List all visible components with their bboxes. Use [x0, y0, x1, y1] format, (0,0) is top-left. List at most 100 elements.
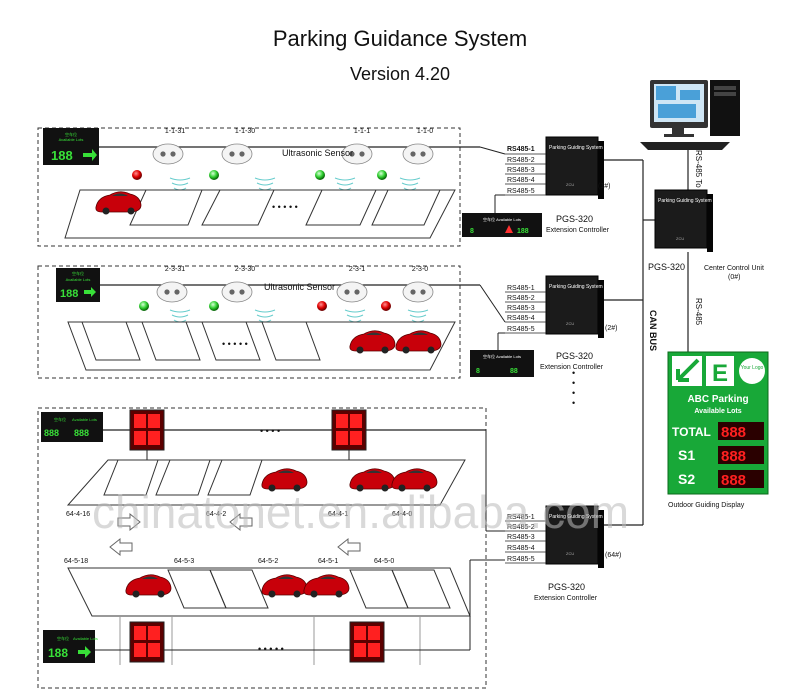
controller-box-label: Parking Guiding System [658, 198, 712, 204]
ellipsis: • [572, 398, 575, 408]
floor-sign-left: 8 [476, 368, 480, 375]
floor-sign-text: 空车位 Available Lots [483, 216, 521, 222]
floor-sign-text: 空车位 Available Lots [483, 353, 521, 359]
controller-2: Parking Guiding System ZCU (2#) PGS-320 … [540, 275, 617, 371]
pc-workstation [640, 80, 740, 150]
space-id: 64-5-18 [64, 558, 88, 565]
port-label: RS485-2 [507, 524, 535, 531]
keyboard-icon [640, 142, 730, 150]
controller-chip: ZCU [676, 236, 684, 241]
sound-wave-icon [169, 309, 191, 323]
green-led-icon [209, 170, 219, 180]
space-id: 64-4-0 [392, 511, 412, 518]
logo-text: Your Logo [741, 365, 764, 371]
ultrasonic-sensor-icon [402, 143, 434, 165]
controller-chip: ZCU [566, 551, 574, 556]
controller-caption: Extension Controller [546, 227, 610, 234]
port-label: RS485-5 [507, 556, 535, 563]
sign-subtitle: Available Lots [59, 137, 84, 142]
car-icon [95, 191, 142, 215]
controller-chip: ZCU [566, 321, 574, 326]
car-icon [125, 574, 172, 598]
floor-sign-right: 88 [510, 368, 518, 375]
green-led-icon [209, 301, 219, 311]
can-bus-label: CAN BUS [648, 310, 658, 351]
center-id: (0#) [728, 274, 740, 281]
page-title: Parking Guidance System [272, 26, 528, 51]
sign-title: 空车位 [65, 131, 77, 137]
level-1-frame [37, 127, 461, 247]
sign-number-right: 888 [74, 428, 89, 438]
red-led-sign-icon [349, 621, 385, 663]
controller-id: (1#) [598, 183, 610, 190]
center-control-unit: Parking Guiding System ZCU PGS-320 Cente… [648, 189, 764, 281]
port-label: RS485-5 [507, 188, 535, 195]
outdoor-row-label: S2 [678, 471, 695, 487]
version-label: Version 4.20 [349, 64, 451, 84]
level-2-floor-sign: 空车位 Available Lots 8 88 [470, 350, 534, 377]
floor-sign-left: 8 [470, 228, 474, 235]
floor-sign-right: 188 [517, 228, 529, 235]
space-id: 64-5-1 [318, 558, 338, 565]
ellipsis: • • • • • [222, 339, 248, 349]
arrow-left-icon [109, 537, 133, 557]
port-label: RS485-4 [507, 177, 535, 184]
port-label: RS485-3 [507, 167, 535, 174]
ellipsis: • • • • • [258, 644, 284, 654]
sensor-id: 1-1-30 [235, 128, 255, 135]
level-3-exit-sign: 空车位 Available Lots 188 [43, 630, 98, 663]
level-1-entrance-sign: 空车位 Available Lots 188 [43, 128, 99, 165]
port-label: RS485-3 [507, 305, 535, 312]
controller-64: Parking Guiding System ZCU (64#) PGS-320… [534, 505, 621, 602]
arrow-right-icon [83, 149, 97, 161]
port-label: RS485-3 [507, 534, 535, 541]
arrow-right-icon [84, 287, 96, 297]
green-led-icon [139, 301, 149, 311]
sound-wave-icon [169, 177, 191, 191]
level-2-entrance-sign: 空车位 Available Lots 188 [56, 268, 100, 302]
outdoor-caption: Outdoor Guiding Display [668, 502, 745, 509]
arrow-right-icon [78, 646, 91, 658]
outdoor-row-label: TOTAL [672, 425, 711, 439]
outdoor-row-value: 888 [721, 472, 746, 489]
green-led-icon [315, 170, 325, 180]
port-label: RS485-2 [507, 295, 535, 302]
red-led-icon [381, 301, 391, 311]
sensor-id: 2-3-30 [235, 266, 255, 273]
sensor-id: 1-1-31 [165, 128, 185, 135]
ultrasonic-sensor-icon [221, 281, 253, 303]
red-led-sign-icon [129, 409, 165, 451]
car-icon [349, 330, 396, 354]
red-led-icon [317, 301, 327, 311]
space-id: 64-5-0 [374, 558, 394, 565]
green-led-icon [377, 170, 387, 180]
sensor-label: Ultrasonic Sensor [282, 148, 353, 158]
sound-wave-icon [254, 309, 276, 323]
level-2-ports: RS485-1 RS485-2 RS485-3 RS485-4 RS485-5 [479, 284, 546, 350]
sound-wave-icon [344, 309, 366, 323]
sound-wave-icon [334, 177, 356, 191]
ultrasonic-sensor-icon [402, 281, 434, 303]
center-model: PGS-320 [648, 262, 685, 272]
controller-model: PGS-320 [556, 214, 593, 224]
sound-wave-icon [399, 177, 421, 191]
sign-subtitle: Available Lots [73, 636, 98, 641]
outdoor-row-value: 888 [721, 424, 746, 441]
red-led-icon [132, 170, 142, 180]
sensor-id: 2-3-31 [165, 266, 185, 273]
controller-id: (2#) [605, 325, 617, 332]
sign-number: 188 [51, 148, 73, 163]
port-label: RS485-1 [507, 146, 535, 153]
port-label: RS485-1 [507, 285, 535, 292]
car-icon [303, 574, 350, 598]
sign-title: 空车位 [54, 416, 66, 422]
arrow-left-icon [229, 512, 253, 532]
level-1-floor-sign: 空车位 Available Lots 8 188 [462, 213, 542, 237]
controller-chip: ZCU [566, 182, 574, 187]
outdoor-name: ABC Parking [687, 394, 748, 405]
rs485-label: RS-485 [694, 298, 703, 326]
red-led-sign-icon [129, 621, 165, 663]
sign-number: 188 [48, 646, 68, 660]
level-1-ports: RS485-1 RS485-2 RS485-3 RS485-4 RS485-5 [479, 146, 546, 213]
port-label: RS485-5 [507, 326, 535, 333]
